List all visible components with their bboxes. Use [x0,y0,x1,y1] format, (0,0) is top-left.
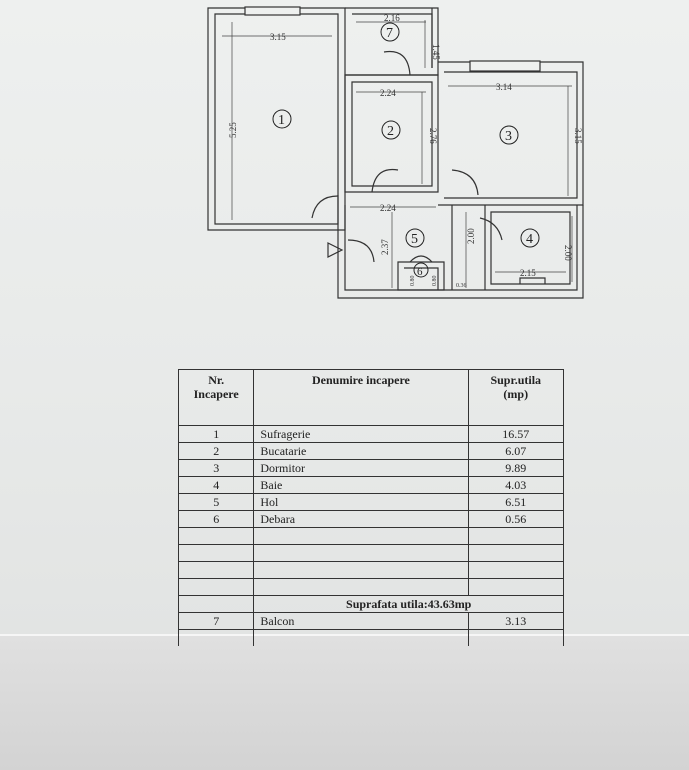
room-area: 0.56 [467,510,564,528]
dim-hall-height: 2.37 [380,239,390,255]
room-nr: 5 [177,493,255,511]
room-label-4: 4 [526,232,533,247]
dim-room2-height: 2.76 [428,128,438,144]
empty-row [177,561,564,579]
empty-row [177,544,564,562]
empty-row [177,578,564,596]
room-label-7: 7 [386,26,393,41]
dim-room7-height: 1.45 [431,44,441,60]
room-2-walls [344,74,439,193]
room-area: 6.07 [467,442,564,460]
dim-room3-height: 3.15 [573,128,583,144]
room-label-3: 3 [505,129,512,144]
balcony-name: Balcon [253,612,469,630]
balcony-area: 3.13 [467,612,564,630]
room-nr: 6 [177,510,255,528]
dim-room4-width: 2.15 [520,268,536,278]
dim-room2-width: 2.24 [380,88,396,98]
room-area-table: Nr. Incapere Denumire incapere Supr.util… [177,369,564,646]
room-nr: 1 [177,425,255,443]
room-label-6: 6 [417,266,423,278]
room-nr: 4 [177,476,255,494]
floor-plan: 3.15 5.25 2.16 1.45 2.24 2.76 3.14 3.15 … [207,6,584,299]
header-name: Denumire incapere [253,369,469,426]
header-area: Supr.utila (mp) [467,369,564,426]
table-surface [0,634,689,770]
dim-hall-width: 2.24 [380,203,396,213]
hall-walls [337,195,584,299]
room-label-1: 1 [278,113,285,128]
dim-room7-width: 2.16 [384,13,400,23]
balcony-nr: 7 [177,612,255,630]
room-6-walls [397,261,445,291]
room-area: 16.57 [467,425,564,443]
dim-debara-a: 0.36 [456,283,467,289]
dim-room6-depth: 2.00 [466,228,476,244]
room-name: Baie [253,476,469,494]
room-label-5: 5 [411,232,418,247]
dim-room4-height: 2.00 [563,245,573,261]
empty-row [177,629,564,646]
dim-room3-width: 3.14 [496,82,512,92]
room-label-2: 2 [387,124,394,139]
room-name: Debara [253,510,469,528]
room-area: 9.89 [467,459,564,477]
room-area: 6.51 [467,493,564,511]
room-name: Bucatarie [253,442,469,460]
dim-room1-height: 5.25 [228,122,238,138]
room-name: Hol [253,493,469,511]
room-nr: 2 [177,442,255,460]
room-area: 4.03 [467,476,564,494]
room-nr: 3 [177,459,255,477]
table-header-row: Nr. Incapere Denumire incapere Supr.util… [177,369,564,426]
dim-door-gap: 0.80 [432,276,438,287]
empty-row [177,527,564,545]
usable-area-summary: Suprafata utila:43.63mp [253,595,564,613]
header-nr: Nr. Incapere [177,369,255,426]
room-name: Sufragerie [253,425,469,443]
balcony-row: 7 Balcon 3.13 [177,612,564,630]
dim-debara-b: 0.80 [410,276,416,287]
summary-row: Suprafata utila:43.63mp [177,595,564,613]
room-name: Dormitor [253,459,469,477]
dim-room1-width: 3.15 [270,32,286,42]
